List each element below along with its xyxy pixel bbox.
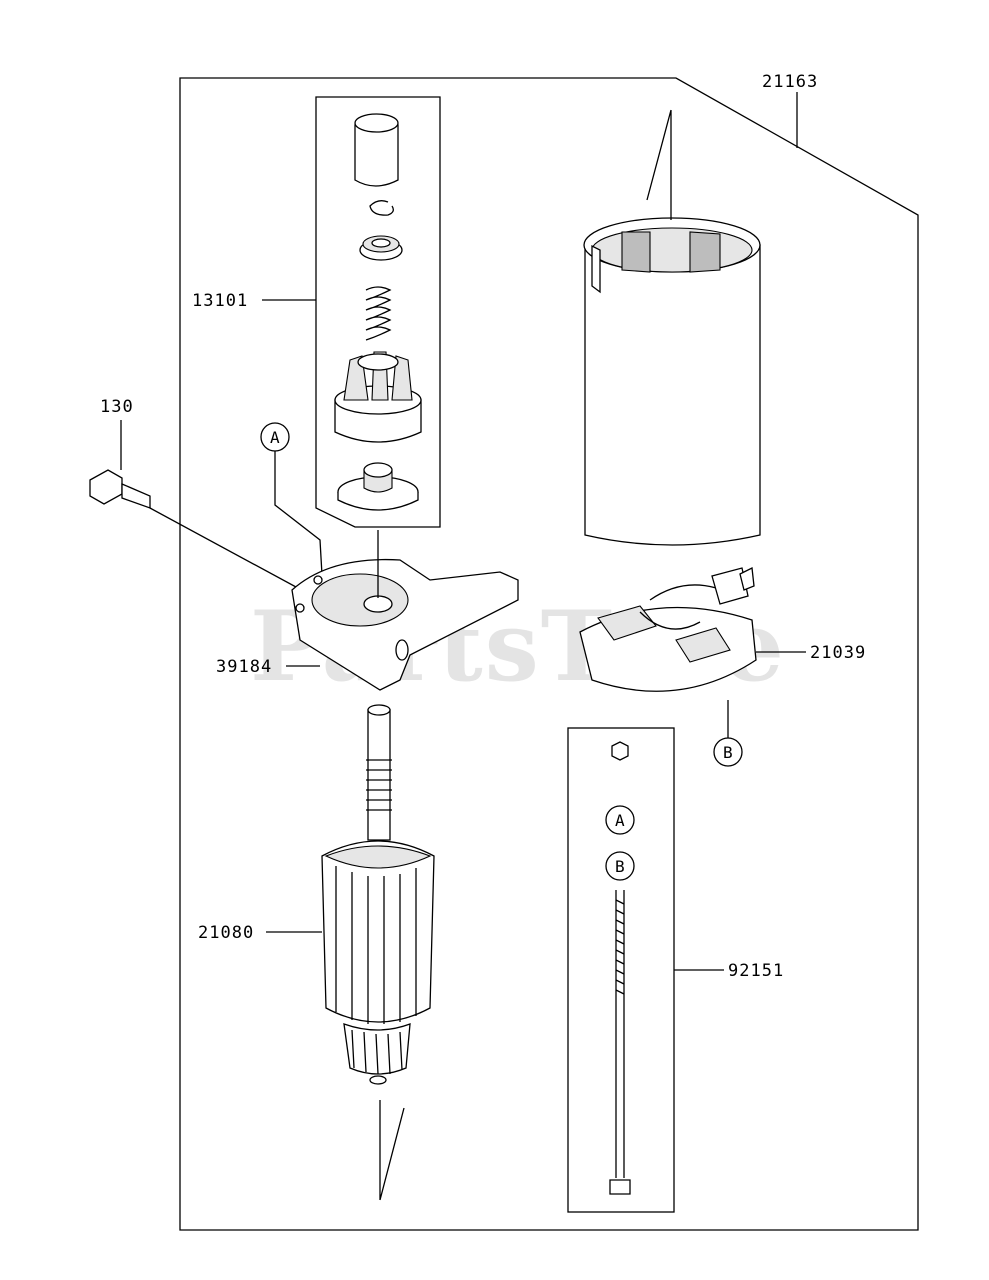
bolt-axis-line — [149, 507, 321, 601]
armature-axis-break — [379, 1100, 405, 1201]
leader-callout-a-bracket — [274, 451, 323, 576]
mounting-bracket-39184 — [291, 558, 519, 691]
callout-a-bracket-label: A — [270, 428, 280, 447]
pinion-cap — [354, 113, 399, 187]
part-label-39184[interactable]: 39184 — [216, 657, 272, 677]
pinion-spring — [365, 286, 392, 341]
drive-base-plate — [337, 462, 419, 511]
yoke-housing — [583, 217, 761, 546]
brush-holder-21039 — [579, 567, 757, 692]
part-label-13101[interactable]: 13101 — [192, 291, 248, 311]
pinion-gear — [334, 351, 422, 443]
kit-nut — [611, 741, 629, 761]
hardware-kit-box — [567, 727, 675, 1213]
part-label-21163[interactable]: 21163 — [762, 72, 818, 92]
part-label-21080[interactable]: 21080 — [198, 923, 254, 943]
yoke-axis-break — [646, 109, 672, 220]
callout-b-kit-circle[interactable] — [605, 851, 635, 881]
part-label-130[interactable]: 130 — [100, 397, 134, 417]
part-label-21039[interactable]: 21039 — [810, 643, 866, 663]
stop-collar — [359, 235, 403, 261]
armature-21080 — [321, 704, 435, 1085]
callout-b-brush-label: B — [723, 743, 733, 762]
retaining-ring — [369, 200, 394, 216]
callout-a-kit-label: A — [615, 811, 625, 830]
callout-a-kit-circle[interactable] — [605, 805, 635, 835]
bolt-130 — [89, 469, 151, 509]
through-bolt — [609, 890, 631, 1195]
part-label-92151[interactable]: 92151 — [728, 961, 784, 981]
callout-b-kit-label: B — [615, 857, 625, 876]
callout-b-brush-circle[interactable] — [713, 737, 743, 767]
assembly-outline — [179, 77, 919, 1231]
pinion-kit-box — [315, 96, 441, 528]
